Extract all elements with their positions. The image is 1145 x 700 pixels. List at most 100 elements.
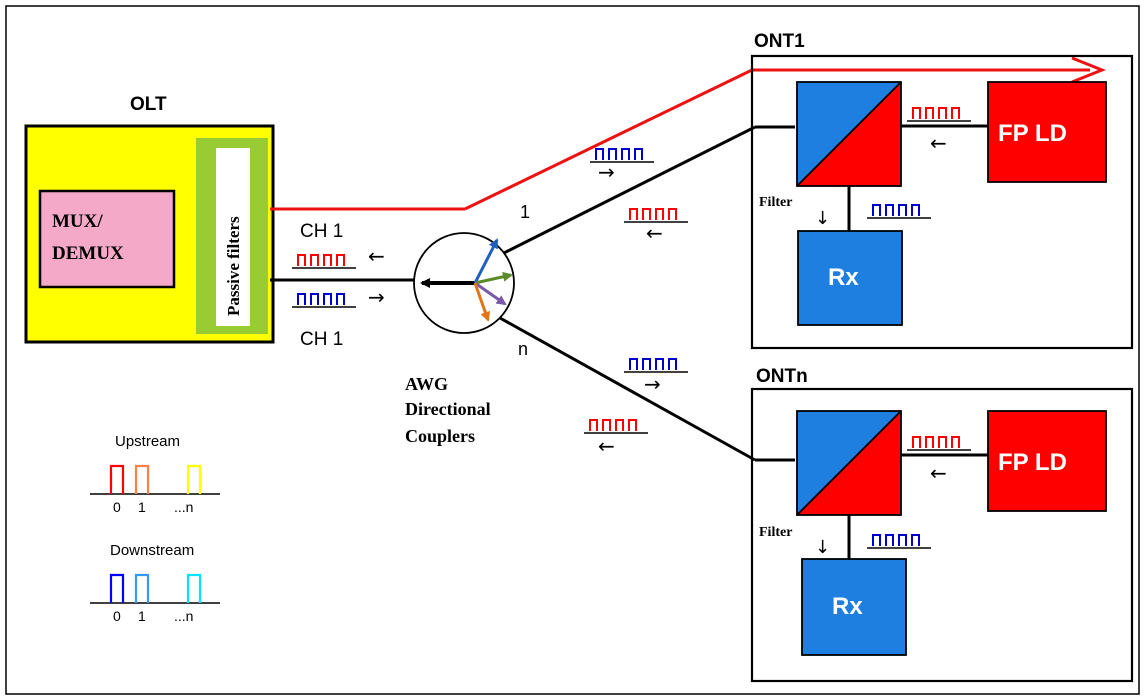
olt-upstream-pulses — [292, 254, 356, 269]
ont1-rx-label: Rx — [828, 264, 859, 291]
upstream-red-arrowhead — [1071, 56, 1107, 84]
ontn-link-right-arrow: → — [644, 372, 661, 396]
ont1-downstream-pulse — [911, 204, 920, 216]
olt-upstream-pulse — [323, 254, 332, 266]
ont1-filter-block — [796, 81, 902, 187]
olt-right-arrow: → — [368, 285, 385, 309]
coupler-orange-arrow — [473, 282, 491, 322]
legend-downstream-pulses — [90, 573, 220, 604]
ontn-link-upstream-pulse — [615, 419, 624, 431]
ontn-laser-left-arrow: ← — [930, 461, 947, 485]
ont1-link-downstream-pulse — [595, 148, 604, 160]
ont1-downstream-pulse — [872, 204, 881, 216]
ontn-link-downstream-pulse — [642, 358, 651, 370]
ontn-upstream-pulse — [938, 436, 947, 448]
olt-downstream-pulses — [292, 293, 356, 308]
olt-downstream-pulse — [336, 293, 345, 305]
ontn-downstream-pulses — [867, 534, 931, 549]
ontn-upstream-pulses — [907, 436, 971, 451]
olt-upstream-pulse — [336, 254, 345, 266]
ont1-title: ONT1 — [754, 31, 805, 52]
ontn-rx — [801, 558, 907, 656]
mux-demux-box — [38, 189, 176, 289]
ont1-upstream-pulse — [925, 107, 934, 119]
passive-filters-inner — [216, 148, 250, 326]
mux-label-line2: DEMUX — [52, 243, 124, 264]
ontn-downstream-pulse — [911, 534, 920, 546]
olt-left-arrow: ← — [368, 244, 385, 268]
ontn-fp-ld — [987, 410, 1107, 512]
olt-downstream-pulse — [310, 293, 319, 305]
ontn-link-downstream-pulse — [655, 358, 664, 370]
ont1-link-right-arrow: → — [598, 160, 615, 184]
ont1-filter-label: Filter — [759, 195, 792, 210]
ontn-link-upstream-pulse — [589, 419, 598, 431]
legend-downstream-pulse — [134, 573, 150, 603]
mux-label-line1: MUX/ — [52, 211, 103, 232]
ont1-downstream-pulse — [885, 204, 894, 216]
ont1-upstream-pulse — [912, 107, 921, 119]
ont1-link-upstream-pulse — [655, 208, 664, 220]
legend-upstream-label: Upstream — [115, 433, 180, 450]
ontn-link-downstream-pulses — [624, 358, 688, 373]
ontn-block: ONTn FP LD ← Filter ↓ Rx — [750, 366, 1134, 683]
ont1-down-arrow: ↓ — [815, 208, 830, 229]
legend-upstream-pulse — [186, 464, 202, 494]
olt-upstream-pulse — [297, 254, 306, 266]
ontn-down-arrow: ↓ — [815, 537, 830, 558]
ont1-link-upstream-pulses — [624, 208, 688, 223]
ont1-link-downstream-pulse — [621, 148, 630, 160]
passive-filters-label: Passive filters — [224, 216, 243, 316]
ontn-upstream-pulse — [951, 436, 960, 448]
legend-downstream-pulse — [109, 573, 125, 603]
legend: Upstream 0 1 ...n Downstream 0 1 ...n — [90, 433, 220, 624]
ontn-rx-label: Rx — [832, 593, 863, 620]
coupler-green-arrow — [474, 271, 513, 285]
legend-upstream-pulses — [90, 464, 220, 495]
awg-label-line1: AWG — [405, 374, 448, 394]
legend-down-tick-n: ...n — [174, 608, 193, 624]
ontn-link-downstream-pulse — [629, 358, 638, 370]
awg-label-line2: Directional — [405, 399, 491, 419]
ont1-frame — [750, 54, 1134, 350]
coupler-ontn-fiber-a — [499, 316, 756, 462]
legend-down-tick-0: 0 — [113, 608, 121, 624]
ontn-downstream-pulse — [885, 534, 894, 546]
olt-downstream-pulse — [297, 293, 306, 305]
ontn-link-upstream-pulses — [584, 419, 648, 434]
legend-up-tick-0: 0 — [113, 499, 121, 515]
outer-frame — [5, 5, 1140, 695]
ontn-downstream-pulse — [898, 534, 907, 546]
olt-upstream-pulse — [310, 254, 319, 266]
ont1-upstream-pulses — [907, 107, 971, 122]
ont1-link-upstream-pulse — [629, 208, 638, 220]
ontn-link-upstream-pulse — [602, 419, 611, 431]
ontn-upstream-pulse — [912, 436, 921, 448]
ontn-link-downstream-pulse — [668, 358, 677, 370]
ontn-downstream-pulse — [872, 534, 881, 546]
legend-upstream-pulse — [109, 464, 125, 494]
ont1-fp-ld-label: FP LD — [998, 120, 1067, 147]
legend-up-tick-n: ...n — [174, 499, 193, 515]
ont1-link-downstream-pulse — [634, 148, 643, 160]
ontn-link-upstream-pulse — [628, 419, 637, 431]
coupler-purple-arrow — [474, 281, 507, 306]
ont1-laser-left-arrow: ← — [930, 131, 947, 155]
awg-label-line3: Couplers — [405, 426, 475, 446]
coupler-port-1: 1 — [520, 202, 530, 222]
ontn-fp-ld-label: FP LD — [998, 449, 1067, 476]
legend-upstream-pulse — [134, 464, 150, 494]
olt-title: OLT — [130, 94, 167, 115]
ontn-filter-block — [796, 410, 902, 516]
olt-downstream-pulse — [323, 293, 332, 305]
legend-downstream-label: Downstream — [110, 542, 194, 559]
ontn-frame — [750, 387, 1134, 683]
ont1-link-upstream-pulse — [668, 208, 677, 220]
coupler-port-n: n — [518, 339, 528, 359]
coupler-blue-arrow — [473, 238, 499, 284]
ontn-filter-label: Filter — [759, 525, 792, 540]
legend-down-tick-1: 1 — [138, 608, 146, 624]
ont1-upstream-pulse — [938, 107, 947, 119]
ontn-upstream-pulse — [925, 436, 934, 448]
